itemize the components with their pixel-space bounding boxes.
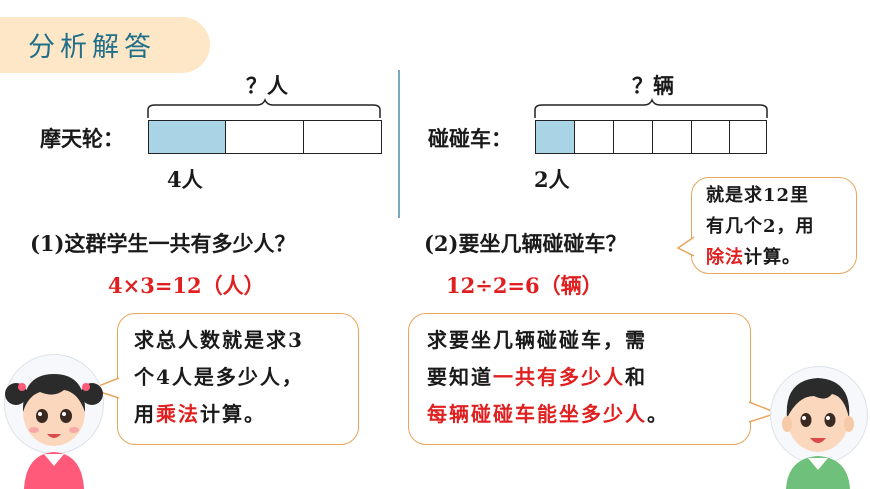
right-segment-bar <box>535 120 767 154</box>
right-bubble-text: 求要坐几辆碰碰车，需 要知道一共有多少人和 每辆碰碰车能坐多少人。 <box>427 322 669 433</box>
left-bar-cell-filled <box>148 120 226 154</box>
left-unit-label: 4人 <box>167 167 203 192</box>
boy-avatar-icon <box>782 378 854 489</box>
left-bubble-text: 求总人数就是求3 个4人是多少人， 用乘法计算。 <box>134 322 304 433</box>
equation-2: 12÷2=6（辆） <box>446 273 603 298</box>
right-brace <box>534 98 768 118</box>
left-bar-cell <box>225 120 304 154</box>
right-speech-bubble: 求要坐几辆碰碰车，需 要知道一共有多少人和 每辆碰碰车能坐多少人。 <box>408 313 778 445</box>
right-bubble-keyword-2: 每辆碰碰车能坐多少人 <box>427 402 647 426</box>
hint-bubble: 就是求12里 有几个2，用 除法计算。 <box>677 177 857 274</box>
hint-keyword: 除法 <box>706 247 744 268</box>
left-total-label: ？人 <box>246 73 288 98</box>
question-2: (2)要坐几辆碰碰车？ <box>424 231 627 256</box>
hint-bubble-tail <box>677 236 695 257</box>
section-header-tab <box>0 17 210 73</box>
right-bar-cell <box>729 120 767 154</box>
right-bar-cell <box>691 120 730 154</box>
girl-avatar-icon <box>5 374 103 489</box>
right-bar-cell <box>652 120 692 154</box>
right-bar-cell <box>574 120 614 154</box>
section-title: 分析解答 <box>28 32 156 63</box>
right-bubble-line-3: 每辆碰碰车能坐多少人。 <box>427 402 669 426</box>
right-bubble-line-2: 要知道一共有多少人和 <box>427 365 647 389</box>
divider <box>398 70 400 218</box>
right-bar-cell <box>613 120 653 154</box>
hint-line-2: 有几个2，用 <box>706 216 815 237</box>
equation-1: 4×3=12（人） <box>108 273 265 298</box>
left-brace <box>147 98 381 118</box>
left-bubble-line-1: 求总人数就是求3 <box>134 328 304 352</box>
left-bubble-keyword: 乘法 <box>156 402 200 426</box>
right-bubble-keyword-1: 一共有多少人 <box>493 365 625 389</box>
right-bubble-line-1: 求要坐几辆碰碰车，需 <box>427 328 647 352</box>
right-bar-cell-filled <box>535 120 575 154</box>
left-bubble-line-3: 用乘法计算。 <box>134 402 266 426</box>
left-bar-cell <box>303 120 382 154</box>
right-row-label: 碰碰车： <box>428 126 512 151</box>
right-unit-label: 2人 <box>534 167 570 192</box>
left-speech-bubble: 求总人数就是求3 个4人是多少人， 用乘法计算。 <box>90 313 359 445</box>
right-total-label: ？辆 <box>632 73 674 98</box>
left-bubble-line-2: 个4人是多少人， <box>134 365 304 389</box>
hint-text: 就是求12里 有几个2，用 除法计算。 <box>706 180 815 273</box>
question-1: (1)这群学生一共有多少人？ <box>30 231 296 256</box>
hint-line-1: 就是求12里 <box>706 185 810 206</box>
left-segment-bar <box>148 120 382 154</box>
hint-line-3: 除法计算。 <box>706 247 801 268</box>
left-row-label: 摩天轮： <box>40 126 124 151</box>
